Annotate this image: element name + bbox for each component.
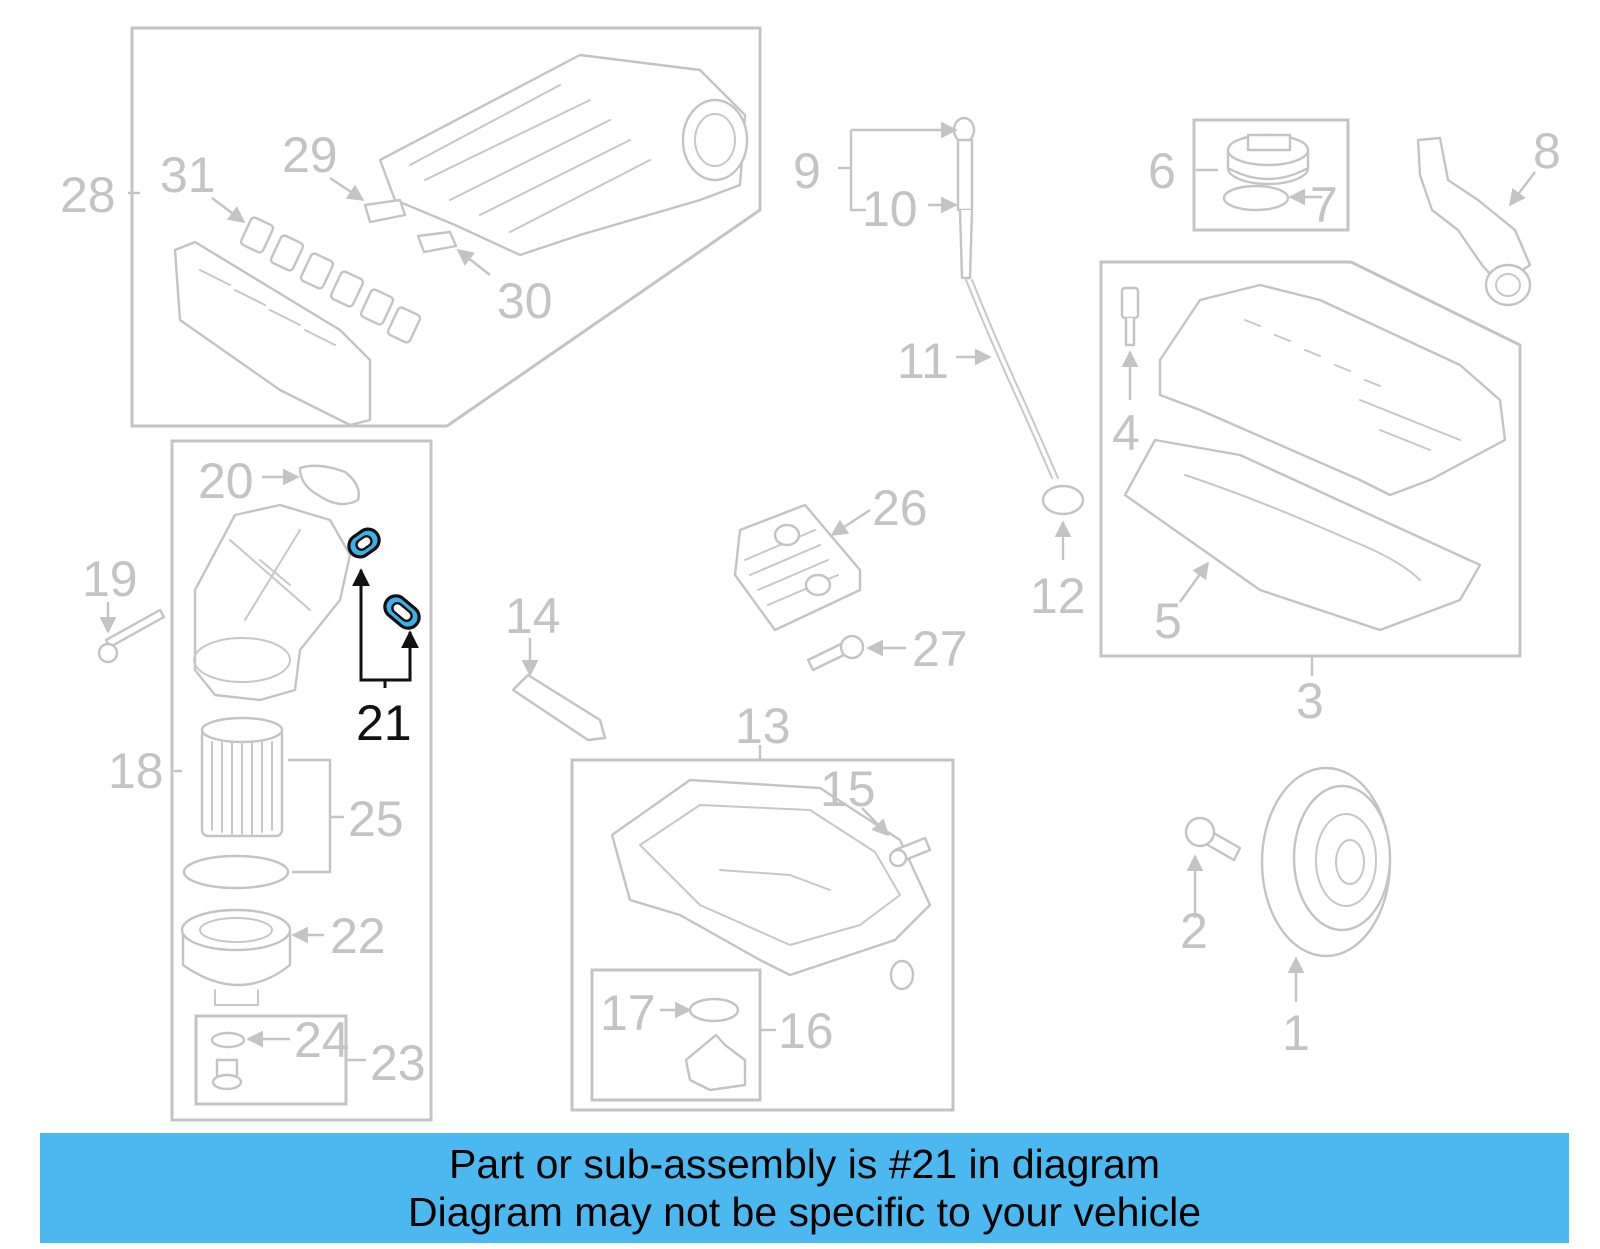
callout-24: 24: [294, 1012, 350, 1068]
callout-30: 30: [497, 273, 553, 329]
callout-6: 6: [1148, 143, 1176, 199]
valve-cover-part: [1158, 283, 1507, 497]
dipstick-group: [838, 116, 1085, 560]
oil-cap-part: [1226, 133, 1310, 186]
callout-19: 19: [82, 551, 138, 607]
oil-pickup-subframe: [590, 968, 762, 1102]
oil-filter-housing-group: [97, 439, 433, 1122]
banner-line-disclaimer: Diagram may not be specific to your vehi…: [407, 1189, 1201, 1235]
oil-cooler-part: [733, 503, 862, 632]
oil-cap-seal-part: [1222, 184, 1290, 212]
oil-pickup-part: [684, 1033, 747, 1092]
callout-9: 9: [793, 143, 821, 199]
callout-17: 17: [600, 985, 656, 1041]
callout-23: 23: [370, 1035, 426, 1091]
pickup-oring-part: [688, 997, 740, 1023]
callout-26: 26: [872, 480, 928, 536]
valve-cover-group: [1099, 260, 1522, 676]
bolt-19-part: [97, 608, 166, 664]
callout-3: 3: [1296, 673, 1324, 729]
info-banner: Part or sub-assembly is #21 in diagram D…: [40, 1133, 1569, 1243]
oil-filter-housing-part: [193, 503, 352, 702]
callout-10: 10: [862, 181, 918, 237]
baffle-group: [511, 638, 607, 742]
oil-pan-frame: [570, 758, 955, 1112]
pan-seal-part: [889, 959, 915, 991]
oil-pan-group: [570, 745, 955, 1112]
drain-plug-15-part: [888, 836, 932, 868]
callout-28: 28: [60, 167, 116, 223]
callout-25: 25: [348, 791, 404, 847]
highlighted-part-21: [347, 527, 421, 688]
callout-31: 31: [160, 147, 216, 203]
oil-filter-group-frame: [170, 439, 433, 1122]
intake-manifold-upper-part: [378, 53, 749, 257]
breather-hose-part: [1416, 136, 1532, 287]
pulley-group: [1184, 766, 1392, 1002]
callout-22: 22: [330, 908, 386, 964]
intake-manifold-lower-part: [173, 240, 372, 427]
intake-seal-29-part: [363, 198, 407, 224]
filter-oring-part: [182, 854, 290, 890]
callout-8: 8: [1533, 123, 1561, 179]
callout-4: 4: [1112, 405, 1140, 461]
baffle-14-part: [511, 673, 607, 742]
callout-7: 7: [1310, 177, 1338, 233]
oil-filter-cap-part: [180, 908, 292, 1006]
pulley-part: [1260, 766, 1392, 958]
seal-21-upper-part: [347, 527, 381, 559]
callout-16: 16: [778, 1003, 834, 1059]
drain-plug-part: [211, 1058, 243, 1091]
drain-washer-part: [210, 1031, 246, 1049]
callout-13: 13: [735, 698, 791, 754]
sensor-4-part: [1120, 286, 1140, 347]
callout-20: 20: [198, 453, 254, 509]
callout-2: 2: [1180, 903, 1208, 959]
oil-cap-group: [1192, 118, 1350, 232]
callout-labels: 1 2 3 4 5 6 7 8 9 10 11 12 13 14 15 16 1…: [60, 123, 1561, 1091]
callout-29: 29: [282, 127, 338, 183]
callout-18: 18: [108, 743, 164, 799]
parts-diagram: 1 2 3 4 5 6 7 8 9 10 11 12 13 14 15 16 1…: [60, 26, 1561, 1122]
callout-21: 21: [356, 695, 412, 751]
dipstick-oring-part: [1041, 484, 1085, 516]
oil-cooler-group: [733, 503, 906, 672]
callout-15: 15: [820, 761, 876, 817]
gasket-20-part: [298, 464, 360, 506]
intake-seal-30-part: [416, 230, 458, 254]
oil-cap-frame: [1192, 118, 1350, 232]
bolt-27-part: [806, 634, 865, 672]
bolt-2-part: [1184, 816, 1242, 862]
seal-21-lower-part: [383, 594, 421, 630]
valve-cover-gasket-part: [1123, 438, 1482, 632]
oil-filter-element-part: [200, 716, 284, 838]
callout-12: 12: [1030, 568, 1086, 624]
callout-1: 1: [1282, 1005, 1310, 1061]
callout-11: 11: [897, 333, 949, 389]
callout-5: 5: [1154, 593, 1182, 649]
valve-cover-frame: [1099, 260, 1522, 658]
oil-pan-part: [610, 778, 932, 977]
banner-line-part-number: Part or sub-assembly is #21 in diagram: [449, 1141, 1160, 1187]
dipstick-part: [952, 116, 1059, 479]
intake-manifold-group: [128, 26, 762, 428]
intake-group-frame: [130, 26, 762, 428]
callout-14: 14: [505, 588, 561, 644]
callout-27: 27: [912, 621, 968, 677]
breather-hose-group: [1416, 136, 1536, 307]
intake-gasket-set: [239, 216, 422, 344]
